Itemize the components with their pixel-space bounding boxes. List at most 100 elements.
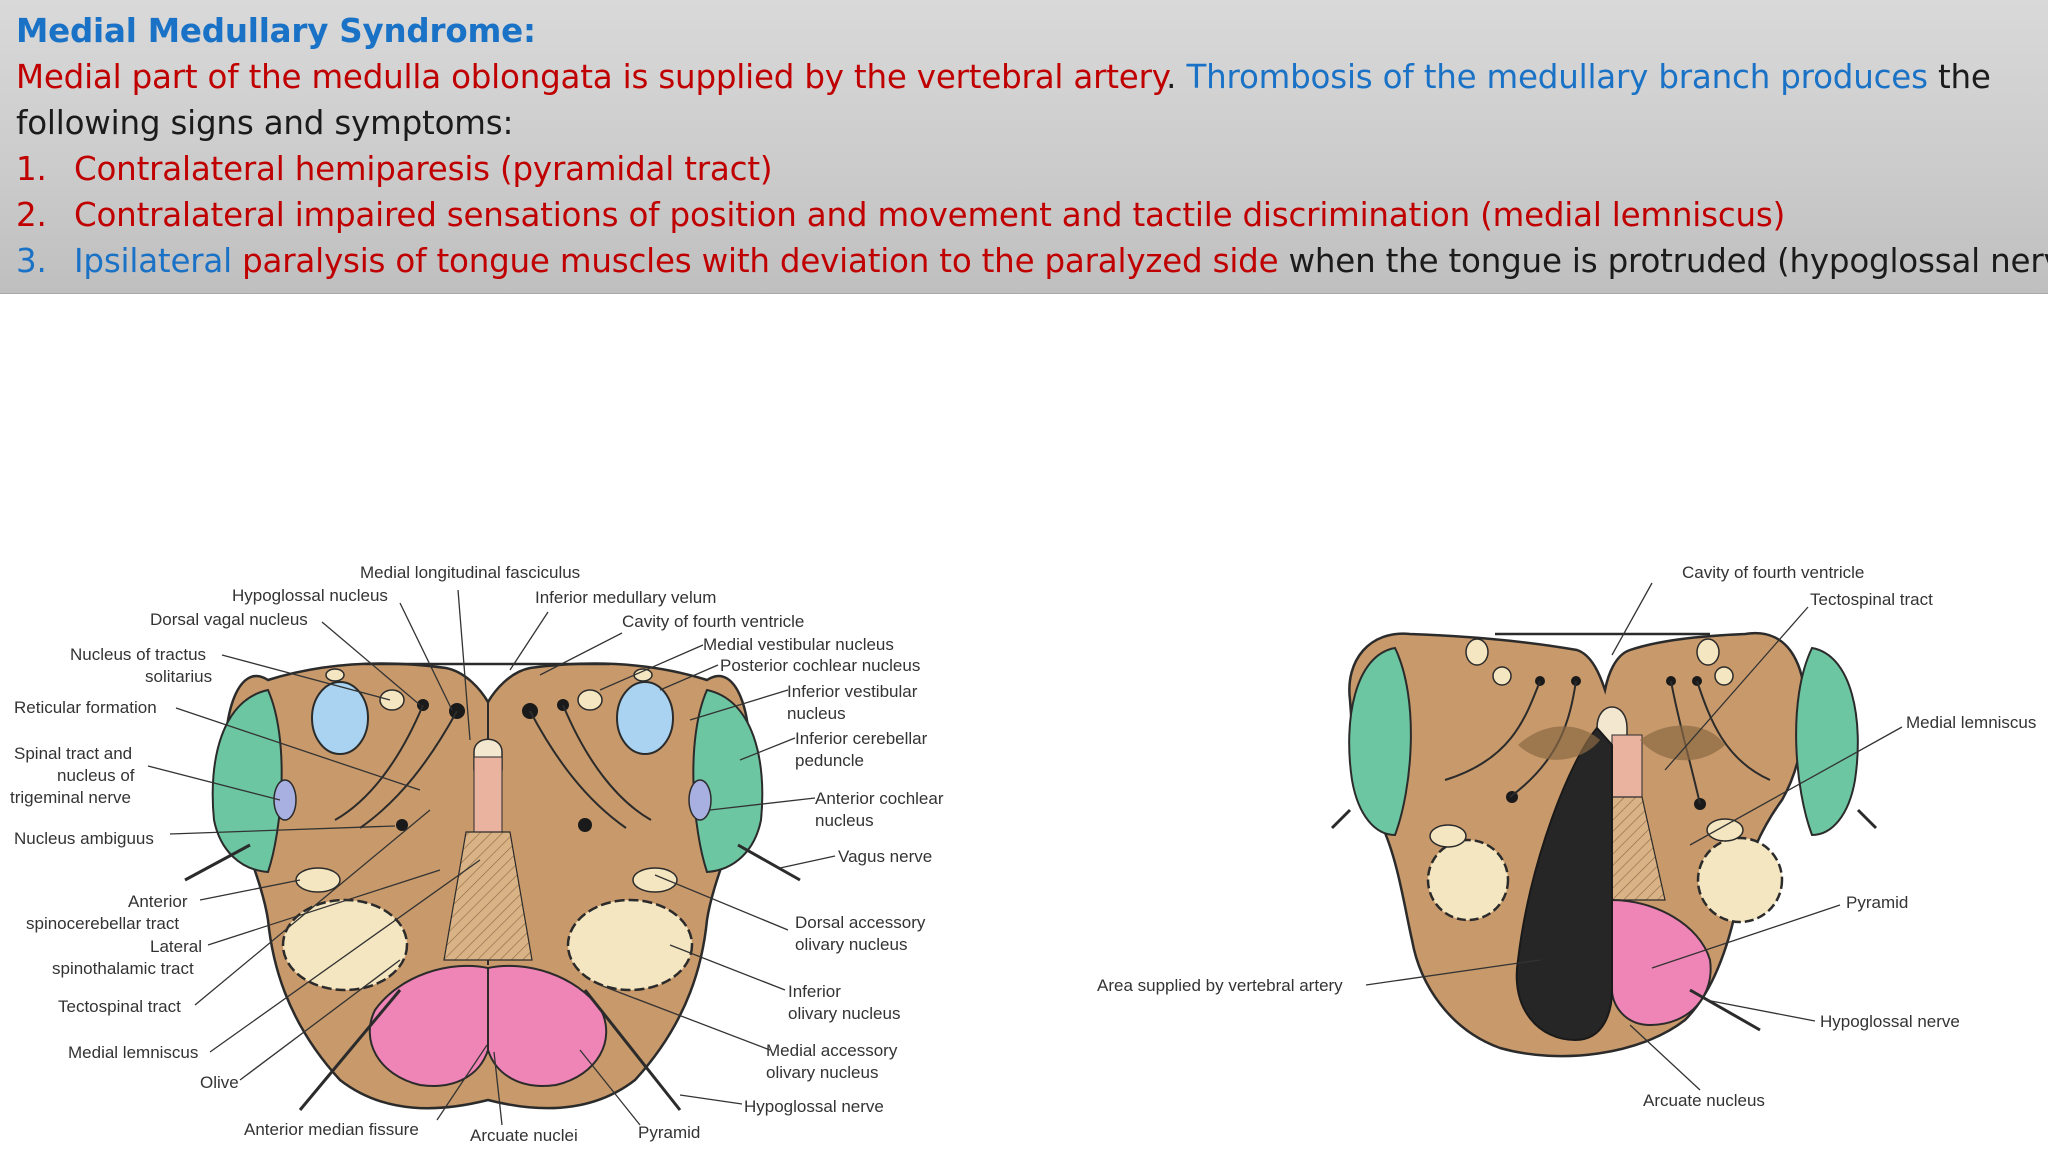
left-medulla-section bbox=[184, 662, 801, 1111]
label-vagus-nerve: Vagus nerve bbox=[838, 847, 932, 866]
left-leader-lines bbox=[147, 589, 836, 1126]
label-spinal-tract-3: trigeminal nerve bbox=[10, 788, 131, 807]
inferior-cerebellar-peduncle-left bbox=[211, 688, 283, 874]
cerebellar-peduncle-right bbox=[1795, 646, 1859, 837]
label-inferior-olivary-1: Inferior bbox=[788, 982, 841, 1001]
label-arcuate-nucleus: Arcuate nucleus bbox=[1643, 1091, 1765, 1110]
accessory-olive-right bbox=[1706, 818, 1744, 842]
accessory-olive-left bbox=[295, 867, 341, 893]
symptom-text: Contralateral hemiparesis (pyramidal tra… bbox=[74, 150, 773, 188]
intro-part-4: the bbox=[1937, 58, 1991, 96]
hypoglossal-root-left bbox=[298, 989, 402, 1111]
label-olive: Olive bbox=[200, 1073, 239, 1092]
label-anterior-cochlear-2: nucleus bbox=[815, 811, 874, 830]
label-ant-spinocerebellar-1: Anterior bbox=[128, 892, 188, 911]
symptom-item-3: 3. Ipsilateral paralysis of tongue muscle… bbox=[16, 238, 2048, 284]
intro-part-1: Medial part of the medulla oblongata is … bbox=[16, 58, 1167, 96]
label-mlf: Medial longitudinal fasciculus bbox=[360, 563, 580, 582]
label-nucleus-tractus-2: solitarius bbox=[145, 667, 212, 686]
tectospinal-region bbox=[1611, 734, 1643, 798]
symptom-text-protruded: when the tongue is protruded (hypoglossa… bbox=[1288, 242, 2048, 280]
inferior-cerebellar-peduncle-right bbox=[692, 688, 764, 874]
symptom-text-ipsilateral: Ipsilateral bbox=[74, 242, 232, 280]
spinal-trigeminal-right bbox=[688, 779, 712, 821]
medulla-diagrams: Medial longitudinal fasciculus Hypogloss… bbox=[10, 563, 2036, 1145]
pyramid-right bbox=[487, 964, 608, 1087]
vestibular-nucleus-right bbox=[616, 681, 674, 755]
root-left bbox=[1330, 808, 1352, 830]
medial-lemniscus-region bbox=[443, 831, 533, 961]
olive-left bbox=[1426, 838, 1510, 922]
label-inferior-cerebellar-1: Inferior cerebellar bbox=[795, 729, 928, 748]
spinal-trigeminal-left bbox=[273, 779, 297, 821]
vertebral-artery-area bbox=[1515, 726, 1613, 1042]
vagus-root-right bbox=[737, 843, 801, 882]
label-pyramid: Pyramid bbox=[1846, 893, 1908, 912]
symptom-item-1: 1. Contralateral hemiparesis (pyramidal t… bbox=[16, 146, 2032, 192]
label-inferior-vestibular-2: nucleus bbox=[787, 704, 846, 723]
pyramid-left bbox=[368, 964, 489, 1087]
intro-part-2: . bbox=[1166, 58, 1177, 96]
label-hypoglossal-nucleus: Hypoglossal nucleus bbox=[232, 586, 388, 605]
slide-title: Medial Medullary Syndrome: bbox=[16, 12, 536, 50]
label-inferior-cerebellar-2: peduncle bbox=[795, 751, 864, 770]
label-dorsal-accessory-1: Dorsal accessory bbox=[795, 913, 926, 932]
nucleus-ring-left bbox=[1492, 666, 1512, 686]
label-inferior-vestibular-1: Inferior vestibular bbox=[787, 682, 918, 701]
label-dorsal-accessory-2: olivary nucleus bbox=[795, 935, 907, 954]
label-arcuate-nuclei: Arcuate nuclei bbox=[470, 1126, 578, 1145]
symptom-text: Contralateral impaired sensations of pos… bbox=[74, 196, 1786, 234]
label-dorsal-vagal-nucleus: Dorsal vagal nucleus bbox=[150, 610, 308, 629]
nucleus-ambiguus-dot-right bbox=[578, 818, 592, 832]
pyramid-right bbox=[1611, 898, 1712, 1027]
label-reticular-formation: Reticular formation bbox=[14, 698, 157, 717]
label-anterior-median-fissure: Anterior median fissure bbox=[244, 1120, 419, 1139]
accessory-olive-right bbox=[632, 867, 678, 893]
solitary-nucleus-right bbox=[577, 689, 603, 711]
accessory-olive-left bbox=[1429, 824, 1467, 848]
label-medial-lemniscus: Medial lemniscus bbox=[1906, 713, 2036, 732]
nucleus-oval-left bbox=[1465, 638, 1489, 666]
label-lat-spinothalamic-1: Lateral bbox=[150, 937, 202, 956]
right-leader-lines bbox=[1365, 582, 1903, 1091]
symptom-item-2: 2. Contralateral impaired sensations of p… bbox=[16, 192, 2032, 238]
label-cavity-fourth-ventricle: Cavity of fourth ventricle bbox=[622, 612, 804, 631]
label-pyramid: Pyramid bbox=[638, 1123, 700, 1142]
left-labels: Medial longitudinal fasciculus Hypogloss… bbox=[10, 563, 944, 1145]
symptom-text-paralysis: paralysis of tongue muscles with deviati… bbox=[242, 242, 1279, 280]
hypoglossal-root-right bbox=[583, 989, 682, 1111]
cerebellar-peduncle-left bbox=[1348, 646, 1412, 837]
label-hypoglossal-nerve: Hypoglossal nerve bbox=[1820, 1012, 1960, 1031]
reticular-speckle-right bbox=[1640, 725, 1725, 761]
nucleus-ring-right bbox=[1714, 666, 1734, 686]
hypoglossal-root-right bbox=[1689, 988, 1761, 1032]
label-tectospinal-tract: Tectospinal tract bbox=[58, 997, 181, 1016]
label-anterior-cochlear-1: Anterior cochlear bbox=[815, 789, 944, 808]
inferior-olive-right bbox=[566, 898, 694, 992]
solitary-nucleus-left bbox=[379, 689, 405, 711]
label-ant-spinocerebellar-2: spinocerebellar tract bbox=[26, 914, 179, 933]
label-spinal-tract-2: nucleus of bbox=[57, 766, 135, 785]
label-medial-accessory-1: Medial accessory bbox=[766, 1041, 898, 1060]
olive-right bbox=[1696, 836, 1784, 924]
symptom-number: 2. bbox=[16, 196, 47, 234]
symptom-number: 1. bbox=[16, 150, 47, 188]
symptom-number: 3. bbox=[16, 242, 47, 280]
right-labels: Cavity of fourth ventricle Tectospinal t… bbox=[1097, 563, 2036, 1110]
label-nucleus-tractus-1: Nucleus of tractus bbox=[70, 645, 206, 664]
diagram-area: Medial longitudinal fasciculus Hypogloss… bbox=[0, 294, 2048, 1152]
nucleus-ambiguus-dot-left bbox=[396, 819, 408, 831]
label-nucleus-ambiguus: Nucleus ambiguus bbox=[14, 829, 154, 848]
intro-line-2: following signs and symptoms: bbox=[16, 104, 514, 142]
label-cavity-fourth-ventricle: Cavity of fourth ventricle bbox=[1682, 563, 1864, 582]
internal-fibers bbox=[334, 704, 652, 829]
text-panel: Medial Medullary Syndrome: Medial part o… bbox=[0, 0, 2048, 294]
small-nucleus-left bbox=[325, 668, 345, 682]
vagus-root-left bbox=[184, 843, 251, 882]
inferior-olive-left bbox=[281, 898, 409, 992]
vestibular-nucleus-left bbox=[311, 681, 369, 755]
label-spinal-tract-1: Spinal tract and bbox=[14, 744, 132, 763]
nucleus-oval-right bbox=[1696, 638, 1720, 666]
right-medulla-section bbox=[1330, 631, 1878, 1058]
label-medial-lemniscus: Medial lemniscus bbox=[68, 1043, 198, 1062]
